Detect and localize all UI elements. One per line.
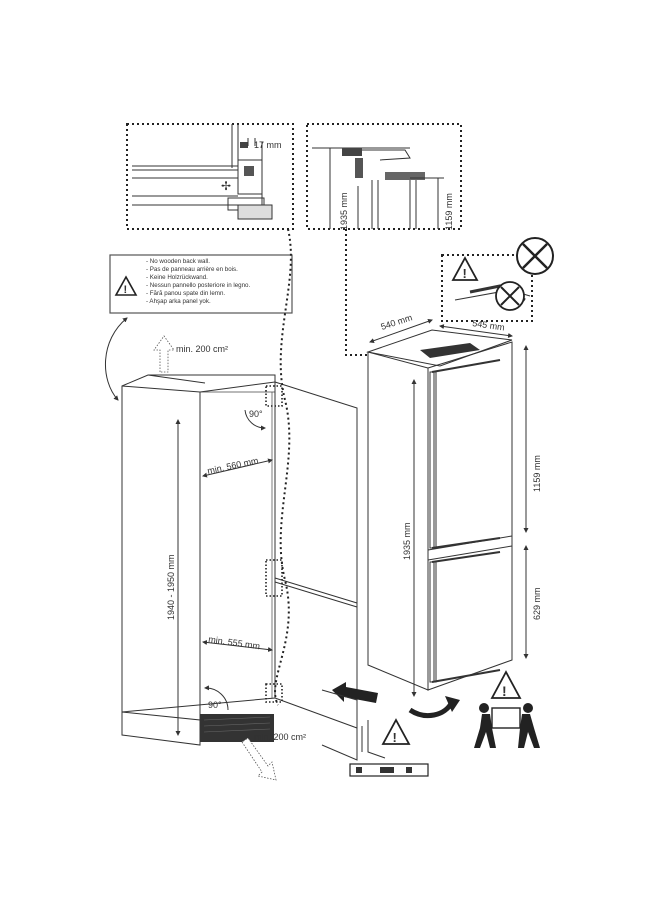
svg-text:!: ! bbox=[124, 284, 128, 296]
warning-triangle-icon: ! bbox=[490, 670, 522, 699]
airflow-arrow-icon bbox=[241, 737, 277, 781]
spirit-level-icon: ! bbox=[349, 718, 429, 777]
appliance-upper-label: 1159 mm bbox=[532, 455, 542, 492]
warning-line-2: - Pas de panneau arrière en bois. bbox=[146, 266, 238, 273]
warning-line-3: - Keine Holzrückwand. bbox=[146, 274, 208, 281]
angle-top-label: 90° bbox=[249, 409, 263, 419]
svg-text:!: ! bbox=[463, 266, 467, 281]
no-mount-detail: ! bbox=[441, 237, 554, 322]
warning-box: ! - No wooden back wall. - Pas de pannea… bbox=[109, 254, 293, 314]
arrow-left-icon bbox=[332, 682, 378, 703]
detail-right-frame: 1935 mm 1159 mm bbox=[306, 123, 462, 230]
cabinet-width-bottom-label: min. 555 mm bbox=[208, 634, 261, 651]
warning-line-6: - Ahşap arka panel yok. bbox=[146, 298, 211, 305]
appliance-lower-label: 629 mm bbox=[532, 587, 542, 620]
detail-left-frame: ✢ 17 mm bbox=[126, 123, 294, 230]
cabinet-drawing: 1940 - 1950 mm min. 560 mm min. 555 mm 9… bbox=[121, 374, 358, 746]
gap-label: 17 mm bbox=[254, 140, 282, 150]
angle-bottom-label: 90° bbox=[208, 700, 222, 710]
warning-triangle-icon: ! bbox=[114, 275, 138, 296]
svg-text:!: ! bbox=[393, 730, 397, 745]
screw-symbol: ✢ bbox=[221, 179, 231, 193]
rotate-arrow-icon bbox=[408, 696, 460, 719]
cabinet-height-label: 1940 - 1950 mm bbox=[166, 554, 176, 620]
curved-link-arrow bbox=[104, 317, 128, 401]
appliance-depth-label: 540 mm bbox=[380, 312, 414, 332]
warning-triangle-icon: ! bbox=[451, 256, 479, 281]
appliance-height-label: 1935 mm bbox=[402, 522, 412, 560]
vent-top-label: min. 200 cm² bbox=[176, 344, 228, 354]
warning-triangle-icon: ! bbox=[381, 718, 411, 745]
warning-line-1: - No wooden back wall. bbox=[146, 258, 210, 265]
warning-line-5: - Fără panou spate din lemn. bbox=[146, 290, 225, 297]
cabinet-width-top-label: min. 560 mm bbox=[206, 455, 259, 476]
airflow-arrow-icon bbox=[153, 335, 175, 373]
svg-text:!: ! bbox=[502, 683, 507, 699]
prohibited-x-icon bbox=[516, 237, 554, 275]
warning-line-4: - Nessun pannello posteriore in legno. bbox=[146, 282, 251, 289]
appliance-drawing: 540 mm 545 mm 1935 mm 1159 mm 629 mm bbox=[366, 312, 542, 697]
height-1935-detail: 1935 mm bbox=[339, 192, 349, 230]
height-1159-detail: 1159 mm bbox=[444, 193, 454, 230]
two-person-lift-icon: ! bbox=[474, 670, 540, 748]
vent-bottom-label: min. 200 cm² bbox=[254, 732, 306, 742]
